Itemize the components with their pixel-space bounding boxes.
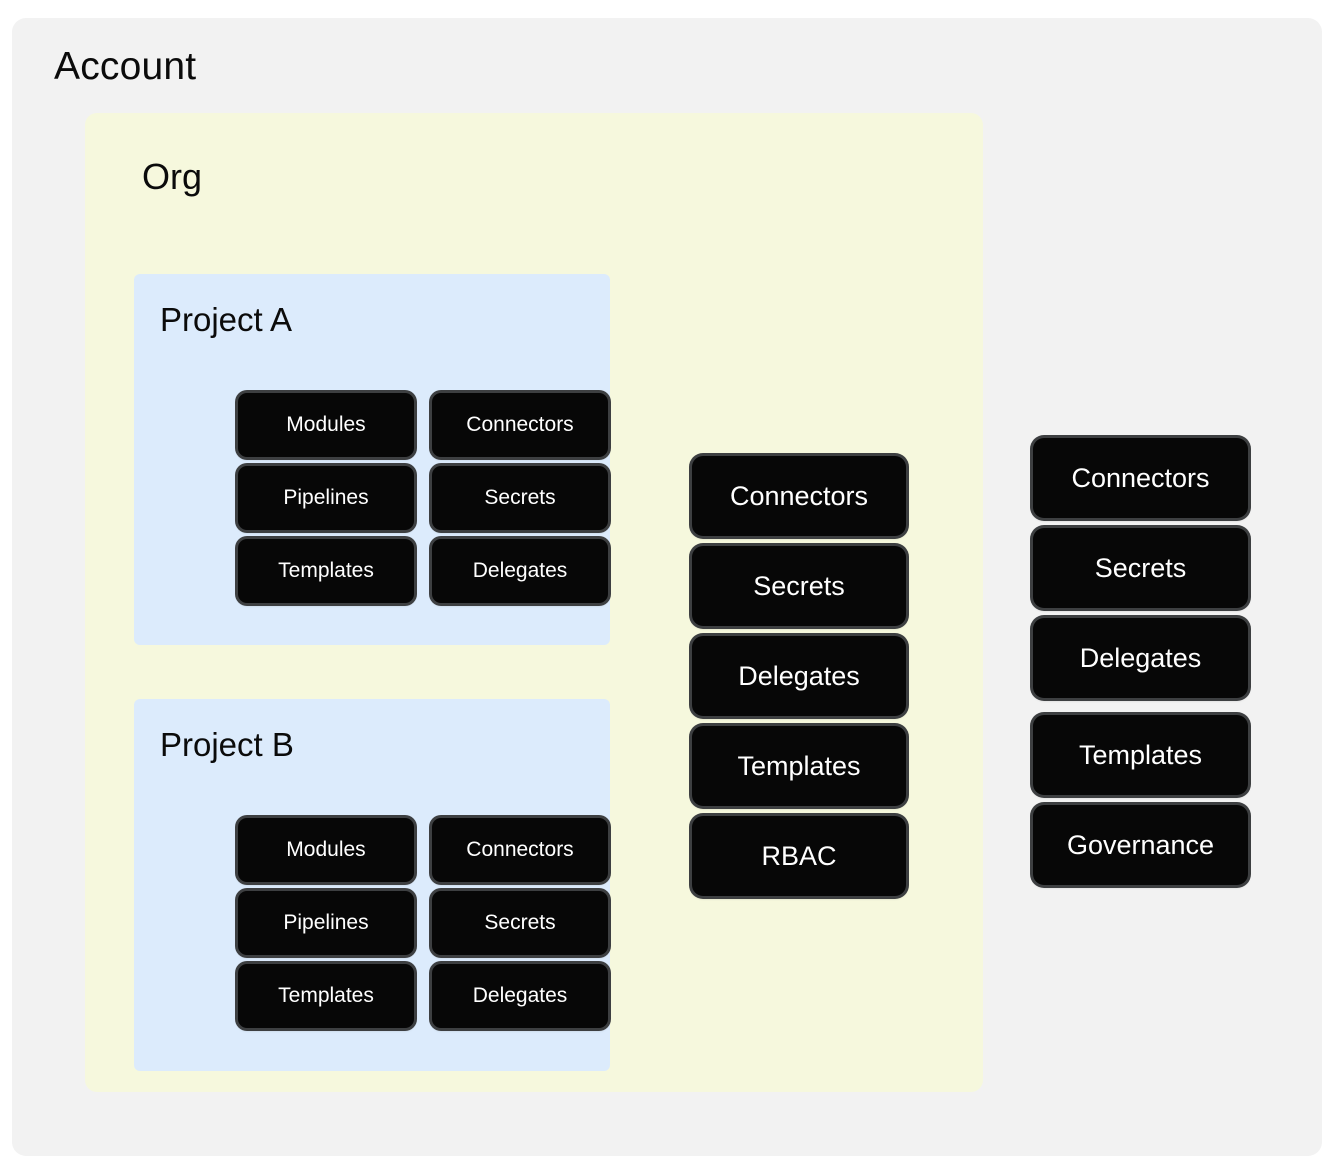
account-node-delegates[interactable]: Delegates bbox=[1033, 618, 1248, 698]
org-node-secrets[interactable]: Secrets bbox=[692, 546, 906, 626]
org-scope-title: Org bbox=[142, 156, 203, 197]
org-node-templates[interactable]: Templates bbox=[692, 726, 906, 806]
org-node-delegates[interactable]: Delegates bbox=[692, 636, 906, 716]
org-node-rbac[interactable]: RBAC bbox=[692, 816, 906, 896]
project-b-panel: Project B Modules Pipelines Templates Co… bbox=[134, 699, 610, 1071]
account-node-secrets[interactable]: Secrets bbox=[1033, 528, 1248, 608]
project-a-panel: Project A Modules Pipelines Templates Co… bbox=[134, 274, 610, 645]
account-node-connectors[interactable]: Connectors bbox=[1033, 438, 1248, 518]
project-a-node-delegates[interactable]: Delegates bbox=[432, 539, 608, 603]
project-b-node-templates[interactable]: Templates bbox=[238, 964, 414, 1028]
project-b-node-delegates[interactable]: Delegates bbox=[432, 964, 608, 1028]
project-b-title: Project B bbox=[160, 726, 294, 763]
account-node-governance[interactable]: Governance bbox=[1033, 805, 1248, 885]
project-b-node-connectors[interactable]: Connectors bbox=[432, 818, 608, 882]
project-a-node-secrets[interactable]: Secrets bbox=[432, 466, 608, 530]
project-b-node-pipelines[interactable]: Pipelines bbox=[238, 891, 414, 955]
project-b-node-secrets[interactable]: Secrets bbox=[432, 891, 608, 955]
account-scope-title: Account bbox=[54, 45, 197, 88]
account-scope-panel: Account Org Project A Modules Pipelines … bbox=[12, 18, 1322, 1156]
account-node-templates[interactable]: Templates bbox=[1033, 715, 1248, 795]
project-b-node-modules[interactable]: Modules bbox=[238, 818, 414, 882]
project-a-title: Project A bbox=[160, 301, 293, 338]
project-a-node-pipelines[interactable]: Pipelines bbox=[238, 466, 414, 530]
project-a-node-modules[interactable]: Modules bbox=[238, 393, 414, 457]
org-node-connectors[interactable]: Connectors bbox=[692, 456, 906, 536]
project-a-node-templates[interactable]: Templates bbox=[238, 539, 414, 603]
org-scope-panel: Org Project A Modules Pipelines Template… bbox=[85, 113, 983, 1092]
project-a-node-connectors[interactable]: Connectors bbox=[432, 393, 608, 457]
